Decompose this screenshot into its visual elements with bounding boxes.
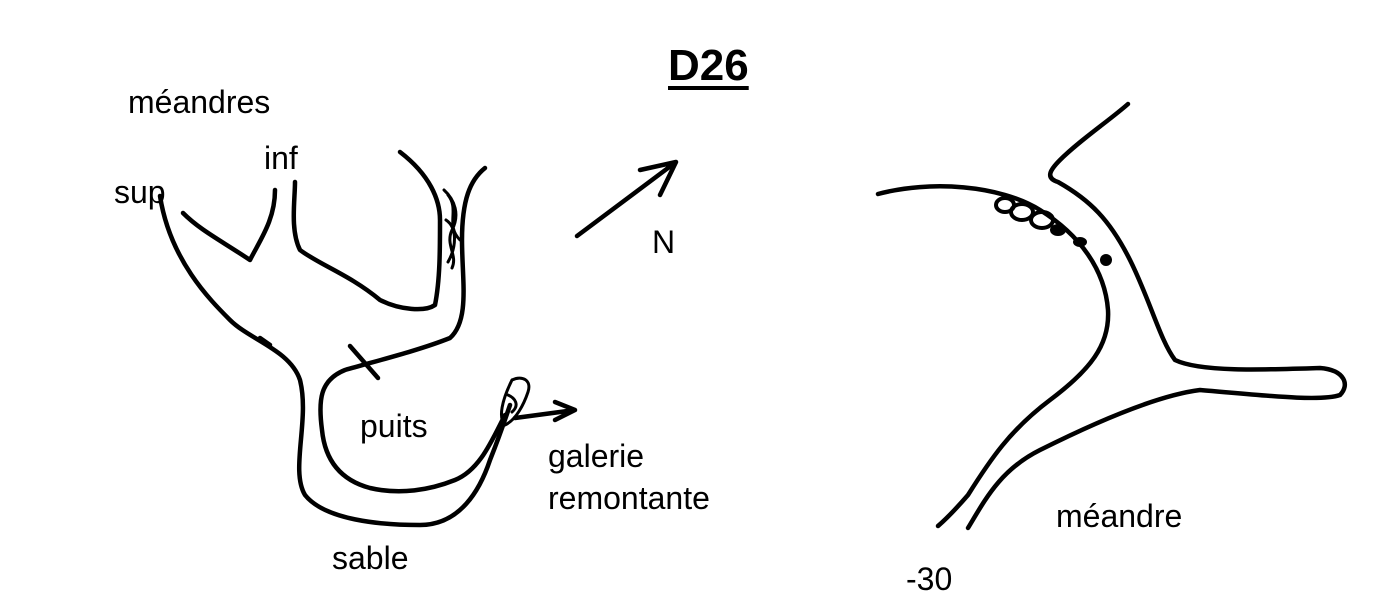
left-passage-outer-wall	[157, 193, 513, 528]
right-branch-wall	[318, 165, 508, 494]
label-puits: puits	[360, 408, 428, 444]
right-passage-right-wall	[965, 101, 1347, 531]
passage-tick-2	[347, 343, 381, 381]
label-north: N	[652, 224, 676, 260]
label-meandre: méandre	[1056, 498, 1183, 534]
boulder-row	[994, 196, 1112, 266]
passage-tick-1	[257, 335, 273, 348]
label-galerie: galerie	[548, 438, 645, 474]
blockage-hatch-top	[442, 188, 462, 270]
label-remontante: remontante	[548, 480, 710, 516]
right-passage-left-wall	[875, 184, 1111, 529]
page-title: D26	[668, 41, 749, 90]
label-inf: inf	[264, 140, 298, 176]
label-sable: sable	[332, 540, 409, 576]
label-depth: -30	[906, 561, 953, 597]
inf-branch-wall	[291, 149, 443, 312]
north-arrow	[574, 159, 679, 239]
left-passage-inner-wall	[180, 187, 278, 263]
label-meandres: méandres	[128, 84, 271, 120]
galerie-arrow	[512, 399, 578, 423]
blockage-hatch-galerie	[500, 376, 531, 427]
label-sup: sup	[114, 174, 166, 210]
